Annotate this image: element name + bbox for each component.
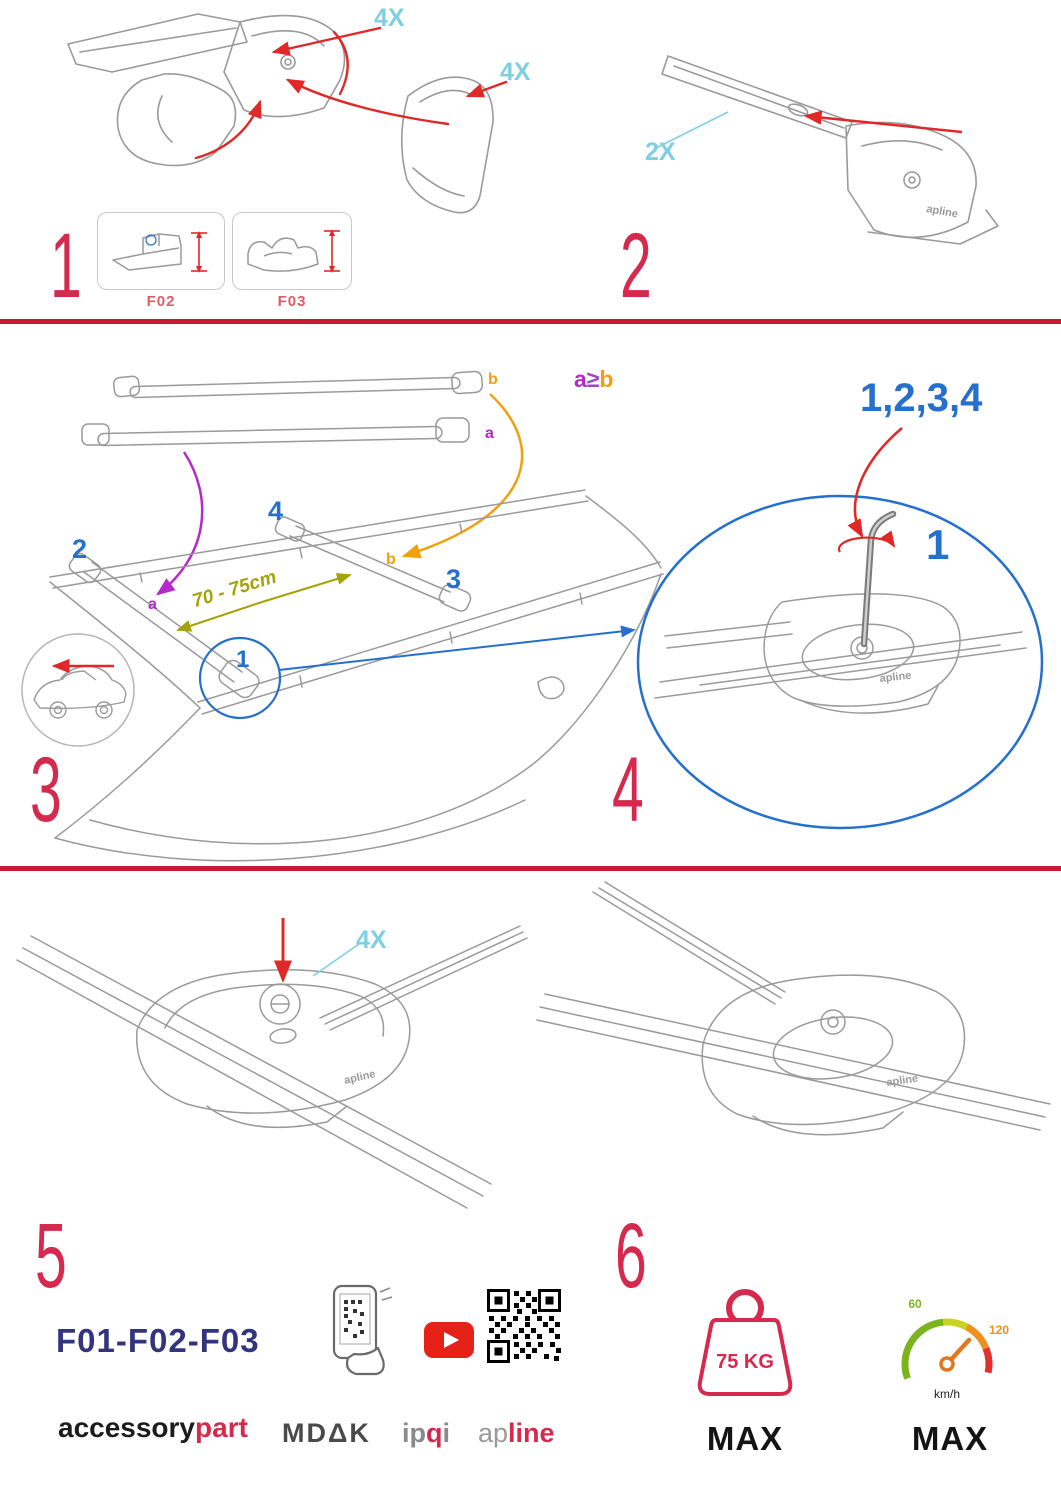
- speed-limit-icon: 60 120 km/h: [901, 1297, 1009, 1401]
- step5-foot-logo: apline: [343, 1068, 377, 1087]
- step2-qty-pointer: [655, 111, 729, 149]
- step4-zoom: apline: [636, 427, 1044, 830]
- brand-part: part: [195, 1412, 248, 1443]
- crossbars-sketch: [81, 370, 484, 447]
- step5-qty-pointer: [312, 943, 360, 977]
- speed-high-label: 120: [989, 1323, 1009, 1337]
- weight-limit-icon: 75 KG: [697, 1289, 793, 1396]
- step2-foot-logo: apline: [925, 203, 958, 220]
- part-f03-box: [232, 212, 352, 290]
- brand-accessorypart: accessorypart: [58, 1414, 248, 1442]
- step2-red-arrow: [803, 110, 963, 134]
- brand-mdak: MDΔK: [282, 1418, 371, 1448]
- speed-low-label: 60: [908, 1297, 922, 1311]
- part-f02-icon: [112, 231, 207, 273]
- brand-ap: ap: [478, 1418, 509, 1448]
- speed-unit-label: km/h: [934, 1387, 960, 1401]
- part-f03-label: F03: [277, 293, 307, 310]
- step6-illustration: apline: [536, 881, 1051, 1136]
- step5-number: 5: [35, 1205, 67, 1307]
- speed-max-label: MAX: [911, 1420, 989, 1457]
- car-roof-drawing: [49, 489, 664, 862]
- step3-number: 3: [30, 739, 62, 841]
- car-direction-inset: [21, 633, 135, 747]
- phone-scan-icon: [332, 1284, 393, 1376]
- section-divider-bottom: [0, 866, 1061, 871]
- qr-code: [486, 1288, 562, 1364]
- zoom-foot-logo: apline: [879, 670, 912, 685]
- part-f02-label: F02: [146, 293, 176, 310]
- tighten-sequence-label: 1,2,3,4: [860, 376, 983, 420]
- sketch-bar-b-label: b: [488, 371, 498, 388]
- step1-qty-top-label: 4X: [374, 4, 405, 32]
- brand-i: i: [442, 1418, 451, 1448]
- weight-max-label: MAX: [706, 1420, 784, 1457]
- bar-a-curve: [156, 451, 204, 596]
- position-3-label: 3: [446, 564, 462, 594]
- step1-number: 1: [50, 215, 82, 317]
- model-codes: F01-F02-F03: [56, 1322, 260, 1359]
- formula-a: a: [574, 366, 587, 392]
- step1-qty-side-label: 4X: [500, 58, 531, 86]
- brand-q: q: [426, 1418, 443, 1448]
- brand-line: line: [508, 1418, 555, 1448]
- part-card-f03: F03: [232, 212, 352, 310]
- part-f03-icon: [247, 229, 340, 273]
- sketch-bar-a-label: a: [485, 425, 494, 442]
- step2-illustration: apline: [655, 55, 999, 245]
- step6-number: 6: [615, 1205, 647, 1307]
- roof-a-label: a: [148, 596, 157, 613]
- position-4-label: 4: [268, 496, 284, 526]
- step6-foot-logo: apline: [886, 1073, 919, 1089]
- brand-apline: apline: [478, 1418, 555, 1449]
- sequence-arrow: [847, 427, 903, 539]
- brand-accessory: accessory: [58, 1412, 196, 1443]
- step5-illustration: apline: [16, 918, 528, 1209]
- youtube-icon: [424, 1322, 474, 1358]
- formula-b: b: [599, 366, 614, 392]
- part-card-f02: F02: [97, 212, 225, 310]
- distance-arrow: [176, 573, 352, 632]
- length-formula: a≥b: [574, 368, 613, 391]
- position-1-highlight-circle: [198, 636, 282, 720]
- roof-b-label: b: [386, 551, 396, 568]
- tighten-first-label: 1: [926, 521, 950, 568]
- step4-number: 4: [612, 739, 644, 841]
- step5-qty-label: 4X: [356, 926, 387, 954]
- bar-b-curve: [401, 393, 524, 559]
- weight-value: 75 KG: [716, 1351, 774, 1373]
- formula-operator: ≥: [586, 366, 600, 392]
- position-2-label: 2: [72, 534, 88, 564]
- step1-illustration: [67, 13, 508, 214]
- section-divider-top: [0, 319, 1061, 324]
- brand-ip: ip: [402, 1418, 426, 1448]
- part-f02-box: [97, 212, 225, 290]
- step3-step4-illustration: apline: [21, 370, 1044, 862]
- zoom-leader-line: [278, 625, 636, 671]
- step2-number: 2: [620, 215, 652, 317]
- step1-red-arrows: [194, 26, 508, 160]
- step2-qty-label: 2X: [645, 138, 676, 166]
- position-1-label: 1: [236, 646, 250, 673]
- brand-ipqi: ipqi: [402, 1418, 450, 1449]
